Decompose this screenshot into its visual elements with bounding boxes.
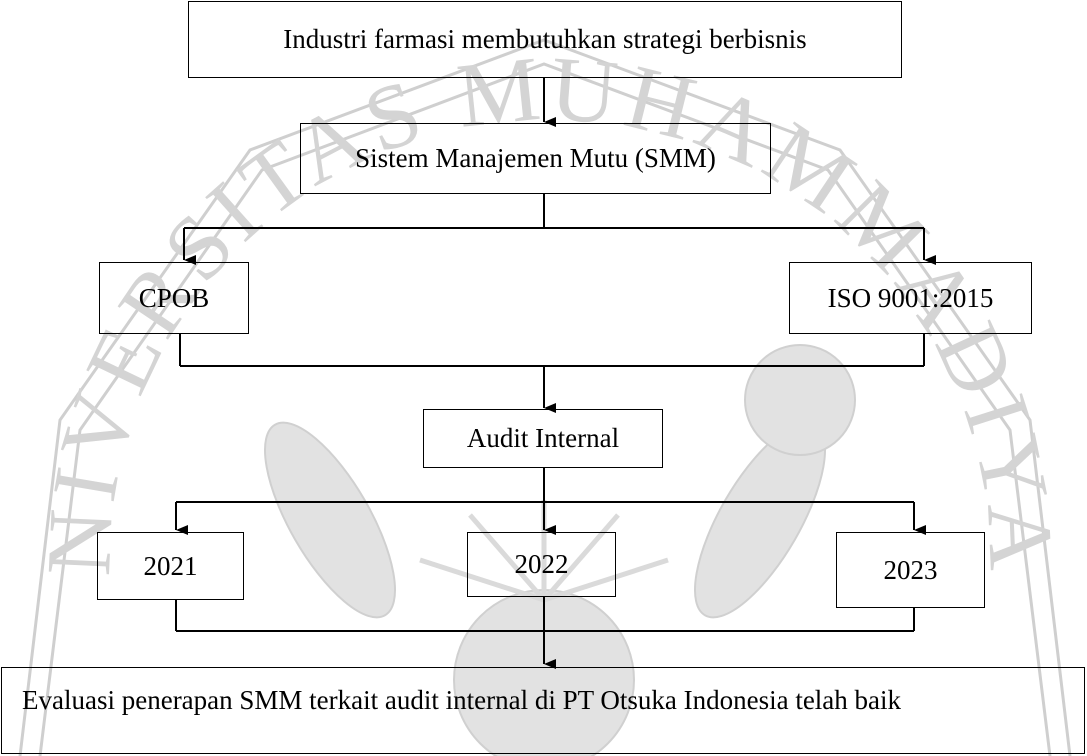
node-audit-internal-label: Audit Internal (466, 423, 620, 453)
node-smm: Sistem Manajemen Mutu (SMM) (300, 123, 771, 194)
node-2023-label: 2023 (883, 554, 938, 585)
node-cpob-label: CPOB (138, 282, 210, 313)
node-audit-internal: Audit Internal (423, 409, 663, 468)
node-2023: 2023 (836, 532, 985, 608)
node-industri-farmasi: Industri farmasi membutuhkan strategi be… (188, 1, 902, 78)
node-smm-label: Sistem Manajemen Mutu (SMM) (355, 143, 716, 173)
node-iso-label: ISO 9001:2015 (827, 282, 994, 313)
node-2021-label: 2021 (143, 550, 198, 581)
node-evaluasi: Evaluasi penerapan SMM terkait audit int… (1, 667, 1085, 754)
node-cpob: CPOB (99, 262, 249, 334)
node-iso: ISO 9001:2015 (789, 262, 1032, 334)
node-2022-label: 2022 (514, 549, 569, 579)
node-evaluasi-label: Evaluasi penerapan SMM terkait audit int… (22, 685, 902, 715)
node-industri-farmasi-label: Industri farmasi membutuhkan strategi be… (283, 24, 807, 54)
node-2021: 2021 (97, 532, 244, 600)
node-2022: 2022 (467, 532, 616, 597)
